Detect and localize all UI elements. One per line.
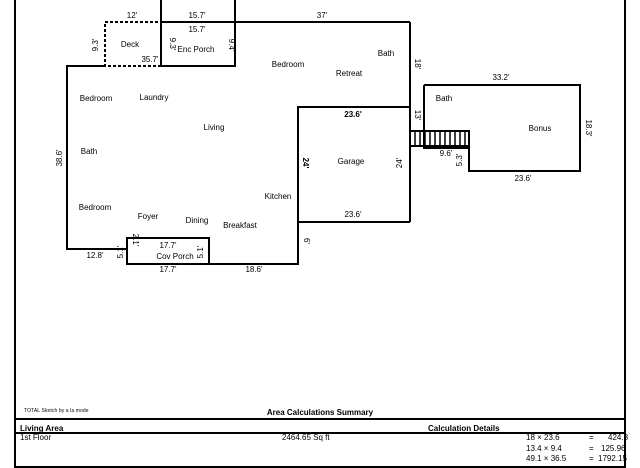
calc-row-eq: = [589,433,594,442]
room-kitchen: Kitchen [265,192,292,201]
dim-24-left: 24' [301,158,310,169]
room-enc-porch: Enc Porch [178,45,215,54]
dim-12: 12' [127,11,138,20]
room-bedroom-1: Bedroom [80,94,113,103]
calc-row-value: 424.8 [608,433,629,442]
room-living: Living [204,123,225,132]
room-bedroom-3: Bedroom [272,60,305,69]
summary-title: Area Calculations Summary [266,408,374,417]
dim-5-1-left: 5.1' [116,245,125,258]
calc-row-expr: 13.4 × 9.4 [526,444,562,453]
dim-15-7-top: 15.7' [188,11,206,20]
summary-top-rule [14,418,626,420]
enc-porch-outline [160,21,236,67]
dim-18-6: 18.6' [245,265,263,274]
dim-23-6-garage: 23.6' [344,210,362,219]
calc-row-value: 1792.15 [598,454,627,463]
dim-17-7-bottom: 17.7' [159,265,177,274]
floor-area: 2464.65 Sq ft [282,433,330,442]
calc-row-value: 125.96 [601,444,626,453]
house-lower-right-wall [209,106,410,265]
room-garage: Garage [338,157,365,166]
room-retreat: Retreat [336,69,363,78]
room-deck: Deck [121,40,140,49]
calculation-details-header: Calculation Details [428,424,500,433]
room-bonus: Bonus [529,124,552,133]
dim-5-3: 5.3' [455,153,464,166]
calc-row-eq: = [589,444,594,453]
stairs-icon [409,130,470,147]
room-laundry: Laundry [140,93,169,102]
room-dining: Dining [186,216,209,225]
summary-header-rule [14,432,626,434]
room-bath-3: Bath [436,94,452,103]
dim-12-8: 12.8' [86,251,104,260]
cov-porch-outline [126,237,210,265]
dim-17-7-top: 17.7' [159,241,177,250]
house-left-wall [66,65,127,250]
dim-9-6: 9.6' [440,149,453,158]
dim-2-1: 2.1' [131,234,140,247]
floor-label: 1st Floor [20,433,52,442]
living-area-header: Living Area [20,424,64,433]
room-breakfast: Breakfast [223,221,258,230]
dim-9-3-a: 9.3' [91,38,100,51]
dim-18-3: 18.3' [584,119,593,137]
dim-24-right: 24' [395,157,404,168]
dim-35-7: 35.7' [141,55,159,64]
dim-23-6-bonus: 23.6' [514,174,532,183]
dim-38-6: 38.6' [55,149,64,167]
room-bath-1: Bath [81,147,97,156]
room-bath-2: Bath [378,49,394,58]
dim-37: 37' [317,11,328,20]
dim-33-2: 33.2' [492,73,510,82]
dim-18: 18' [413,59,422,70]
dim-15-7-porch: 15.7' [188,25,206,34]
room-foyer: Foyer [138,212,159,221]
sketch-credit: TOTAL Sketch by a la mode [24,408,89,414]
dim-23-6-top: 23.6' [344,110,362,119]
room-bedroom-2: Bedroom [79,203,112,212]
dim-5-1-right: 5.1' [196,245,205,258]
calc-row-expr: 18 × 23.6 [526,433,560,442]
calc-row-expr: 49.1 × 36.5 [526,454,567,463]
dim-6: 6' [302,238,311,244]
dim-9-3-b: 9.3' [168,38,177,51]
room-cov-porch: Cov Porch [156,252,193,261]
dim-9-4: 9.4' [227,39,236,52]
bonus-outline [423,84,581,172]
calc-row-eq: = [589,454,594,463]
dim-13: 13' [413,110,422,121]
